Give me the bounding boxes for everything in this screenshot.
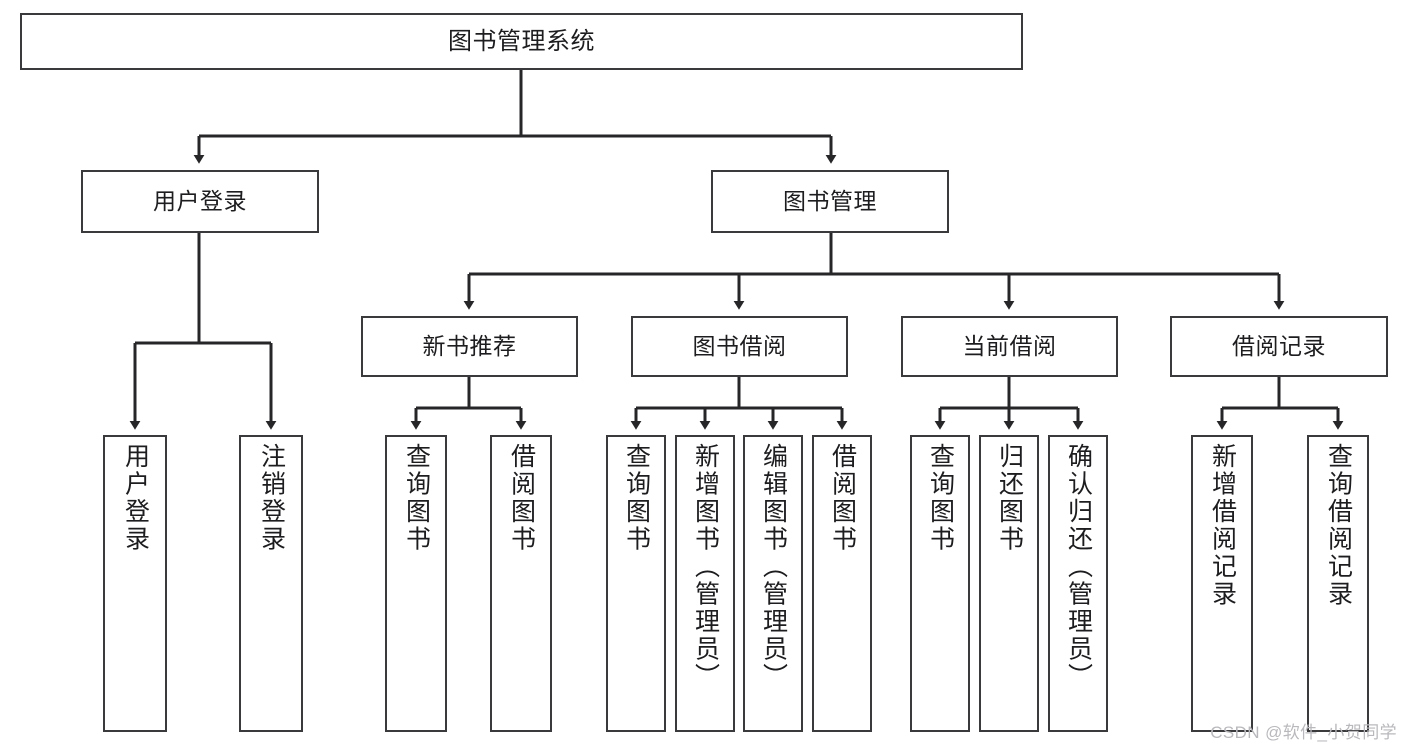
- node-leaf-query-book-3-label: 查询图书: [926, 443, 955, 553]
- node-borrow-record-label: 借阅记录: [1232, 333, 1326, 360]
- node-leaf-logout-login[interactable]: 注销登录: [239, 435, 303, 732]
- node-leaf-query-book-2[interactable]: 查询图书: [606, 435, 666, 732]
- node-new-book-recommend[interactable]: 新书推荐: [361, 316, 578, 377]
- node-book-borrow-label: 图书借阅: [692, 333, 787, 360]
- csdn-watermark: CSDN @软件_小贺同学: [1210, 723, 1397, 742]
- node-leaf-query-book-3[interactable]: 查询图书: [910, 435, 970, 732]
- node-book-management[interactable]: 图书管理: [711, 170, 949, 233]
- node-leaf-return-book-label: 归还图书: [995, 443, 1024, 553]
- node-leaf-query-book-1[interactable]: 查询图书: [385, 435, 447, 732]
- node-root-label: 图书管理系统: [448, 27, 595, 55]
- node-leaf-user-login-label: 用户登录: [121, 443, 150, 553]
- node-leaf-borrow-book-2-label: 借阅图书: [828, 443, 857, 553]
- node-leaf-add-book-label: 新增图书（管理员）: [691, 443, 720, 691]
- node-leaf-add-book[interactable]: 新增图书（管理员）: [675, 435, 735, 732]
- node-leaf-user-login[interactable]: 用户登录: [103, 435, 167, 732]
- node-leaf-query-record[interactable]: 查询借阅记录: [1307, 435, 1369, 732]
- node-leaf-borrow-book-1[interactable]: 借阅图书: [490, 435, 552, 732]
- node-leaf-query-book-1-label: 查询图书: [402, 443, 431, 553]
- node-leaf-confirm-return-label: 确认归还（管理员）: [1064, 443, 1093, 691]
- node-user-login-label: 用户登录: [153, 188, 247, 215]
- node-leaf-edit-book[interactable]: 编辑图书（管理员）: [743, 435, 803, 732]
- node-current-borrow-label: 当前借阅: [962, 333, 1057, 360]
- node-leaf-borrow-book-1-label: 借阅图书: [507, 443, 536, 553]
- node-leaf-query-record-label: 查询借阅记录: [1324, 443, 1353, 608]
- node-leaf-query-book-2-label: 查询图书: [622, 443, 651, 553]
- node-leaf-add-record[interactable]: 新增借阅记录: [1191, 435, 1253, 732]
- node-user-login[interactable]: 用户登录: [81, 170, 319, 233]
- node-current-borrow[interactable]: 当前借阅: [901, 316, 1118, 377]
- node-leaf-confirm-return[interactable]: 确认归还（管理员）: [1048, 435, 1108, 732]
- node-leaf-return-book[interactable]: 归还图书: [979, 435, 1039, 732]
- node-book-management-label: 图书管理: [783, 188, 877, 215]
- node-leaf-borrow-book-2[interactable]: 借阅图书: [812, 435, 872, 732]
- node-book-borrow[interactable]: 图书借阅: [631, 316, 848, 377]
- node-leaf-add-record-label: 新增借阅记录: [1208, 443, 1237, 608]
- node-new-book-recommend-label: 新书推荐: [422, 333, 517, 360]
- node-root[interactable]: 图书管理系统: [20, 13, 1023, 70]
- node-leaf-edit-book-label: 编辑图书（管理员）: [759, 443, 788, 691]
- node-borrow-record[interactable]: 借阅记录: [1170, 316, 1388, 377]
- node-leaf-logout-login-label: 注销登录: [257, 443, 286, 553]
